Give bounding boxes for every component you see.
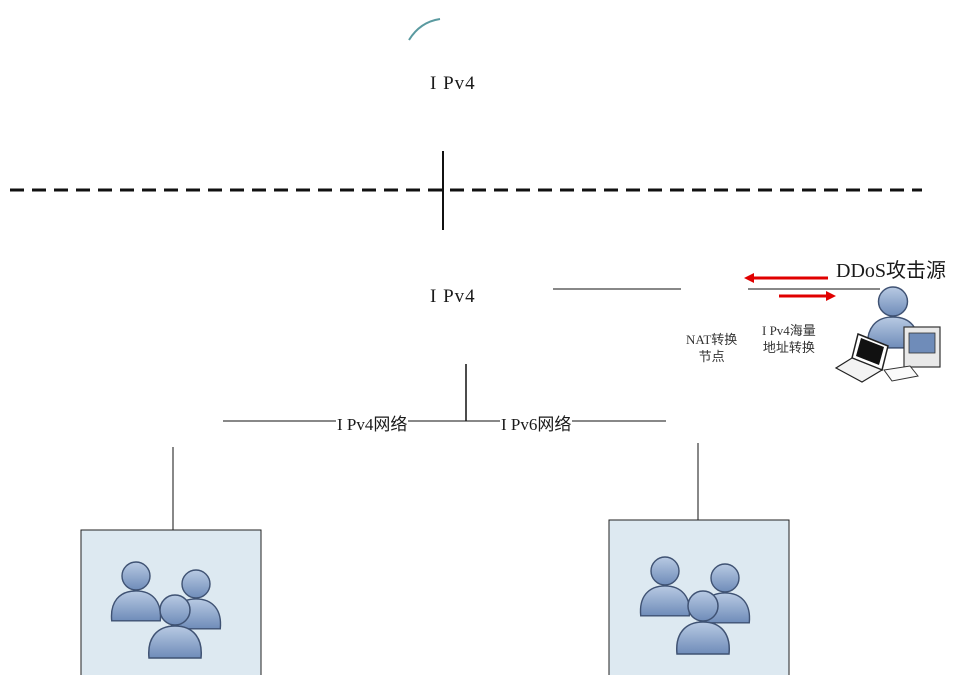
attack-arrows — [744, 273, 836, 301]
ddos-source-label: DDoS攻击源 — [836, 260, 947, 282]
translation-label-line1: I Pv4海量 — [762, 323, 816, 338]
attacker-computer-icon — [834, 286, 941, 383]
nat-label-line2: 节点 — [698, 349, 725, 364]
user-group-icon — [80, 529, 262, 675]
cloud-arc-icon — [408, 18, 441, 41]
top-ipv4-label: I Pv4 — [430, 73, 476, 94]
translation-label: I Pv4海量 地址转换 — [762, 322, 816, 356]
translation-label-line2: 地址转换 — [762, 340, 815, 355]
mid-ipv4-label: I Pv4 — [430, 286, 476, 307]
nat-node-label: NAT转换 节点 — [686, 331, 737, 365]
nat-label-line1: NAT转换 — [686, 332, 738, 347]
user-group-icon — [608, 519, 790, 675]
ipv6-network-label: I Pv6网络 — [500, 410, 573, 435]
ipv4-network-label: I Pv4网络 — [336, 410, 409, 435]
